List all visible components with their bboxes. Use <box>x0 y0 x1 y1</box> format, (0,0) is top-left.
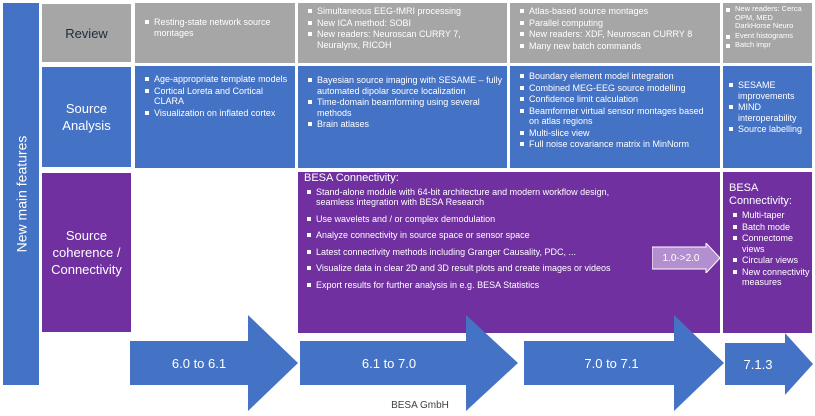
arrow-shape-7-0 <box>300 315 518 411</box>
bullet-item: Brain atlases <box>308 119 503 130</box>
bullet-item: Event histograms <box>726 31 810 41</box>
arrow-label-7-1: 7.0 to 7.1 <box>584 355 639 371</box>
connectivity-list: Stand-alone module with 64-bit architect… <box>302 187 714 291</box>
version-arrow-label: 1.0->2.0 <box>662 252 700 264</box>
bullet-item: Resting-state network source montages <box>145 17 291 38</box>
bullet-item: Age-appropriate template models <box>145 74 291 85</box>
review-cell-7-1-3: New readers: Cerca OPM, MED DarkHorse Ne… <box>723 3 812 63</box>
timeline-arrow-7-1-3: 7.1.3 <box>725 333 813 395</box>
bullet-item: Many new batch commands <box>520 41 716 52</box>
bullet-item: Boundary element model integration <box>520 71 716 82</box>
row-label-connectivity: Source coherence / Connectivity <box>41 172 132 333</box>
arrow-shape-7-1-3 <box>725 333 813 395</box>
review-list-6-1: Resting-state network source montages <box>141 17 291 38</box>
bullet-item: Analyze connectivity in source space or … <box>307 230 630 241</box>
bullet-item: SESAME improvements <box>729 80 810 101</box>
bullet-item: Time-domain beamforming using several me… <box>308 97 503 118</box>
bullet-item: Combined MEG-EEG source modelling <box>520 83 716 94</box>
bullet-item: Source labelling <box>729 124 810 135</box>
bullet-item: New readers: Cerca OPM, MED DarkHorse Ne… <box>726 4 810 31</box>
bullet-item: MIND interoperability <box>729 102 810 123</box>
bullet-item: Latest connectivity methods including Gr… <box>307 247 630 258</box>
bullet-item: Confidence limit calculation <box>520 94 716 105</box>
bullet-item: Use wavelets and / or complex demodulati… <box>307 214 630 225</box>
bullet-item: Multi-slice view <box>520 128 716 139</box>
bullet-item: New connectivity measures <box>733 266 810 287</box>
bullet-item: Full noise covariance matrix in MinNorm <box>520 139 716 150</box>
row-label-source-analysis: Source Analysis <box>41 66 132 168</box>
timeline-arrow-6-1: 6.0 to 6.1 <box>130 315 298 411</box>
side-label-text: New main features <box>13 135 29 253</box>
bullet-item: New readers: XDF, Neuroscan CURRY 8 <box>520 29 716 40</box>
bullet-item: New ICA method: SOBI <box>308 18 503 29</box>
timeline-arrow-7-0: 6.1 to 7.0 <box>300 315 518 411</box>
arrow-shape-6-1 <box>130 315 298 411</box>
source-cell-7-0: Bayesian source imaging with SESAME – fu… <box>298 66 507 168</box>
footer-brand: BESA GmbH <box>391 400 449 411</box>
bullet-item: Visualize data in clear 2D and 3D result… <box>307 263 630 274</box>
bullet-item: Cortical Loreta and Cortical CLARA <box>145 86 291 107</box>
bullet-item: Simultaneous EEG-fMRI processing <box>308 6 503 17</box>
arrow-shape-7-1 <box>524 315 724 411</box>
row-label-review: Review <box>41 3 132 63</box>
bullet-item: Bayesian source imaging with SESAME – fu… <box>308 75 503 96</box>
bullet-item: New readers: Neuroscan CURRY 7, Neuralyn… <box>308 29 503 50</box>
bullet-item: Parallel computing <box>520 18 716 29</box>
timeline-arrow-7-1: 7.0 to 7.1 <box>524 315 724 411</box>
connectivity-version-arrow: 1.0->2.0 <box>652 243 720 273</box>
bullet-item: Atlas-based source montages <box>520 6 716 17</box>
bullet-item: Visualization on inflated cortex <box>145 108 291 119</box>
review-cell-6-1: Resting-state network source montages <box>135 3 295 63</box>
bullet-item: Batch impr <box>726 41 810 50</box>
arrow-label-6-1: 6.0 to 6.1 <box>171 355 227 371</box>
bullet-item: Beamformer virtual sensor montages based… <box>520 106 716 127</box>
source-list-7-0: Bayesian source imaging with SESAME – fu… <box>304 75 503 130</box>
bullet-item: Stand-alone module with 64-bit architect… <box>307 187 630 208</box>
connectivity-7-1-3-title: BESA Connectivity: <box>729 182 792 207</box>
bullet-item: Circular views <box>733 255 810 266</box>
bullet-item: Batch mode <box>733 222 810 233</box>
arrow-label-7-1-3: 7.1.3 <box>743 356 773 372</box>
bullet-item: Export results for further analysis in e… <box>307 280 630 291</box>
version-arrow-shape <box>652 243 720 273</box>
bullet-item: Connectome views <box>733 233 810 254</box>
side-label: New main features <box>3 3 39 385</box>
bullet-item: Multi-taper <box>733 210 810 221</box>
review-list-7-1-3: New readers: Cerca OPM, MED DarkHorse Ne… <box>724 4 810 50</box>
arrow-label-7-0: 6.1 to 7.0 <box>361 355 417 371</box>
connectivity-title: BESA Connectivity: <box>304 172 399 184</box>
connectivity-main: BESA Connectivity: Stand-alone module wi… <box>298 172 720 333</box>
